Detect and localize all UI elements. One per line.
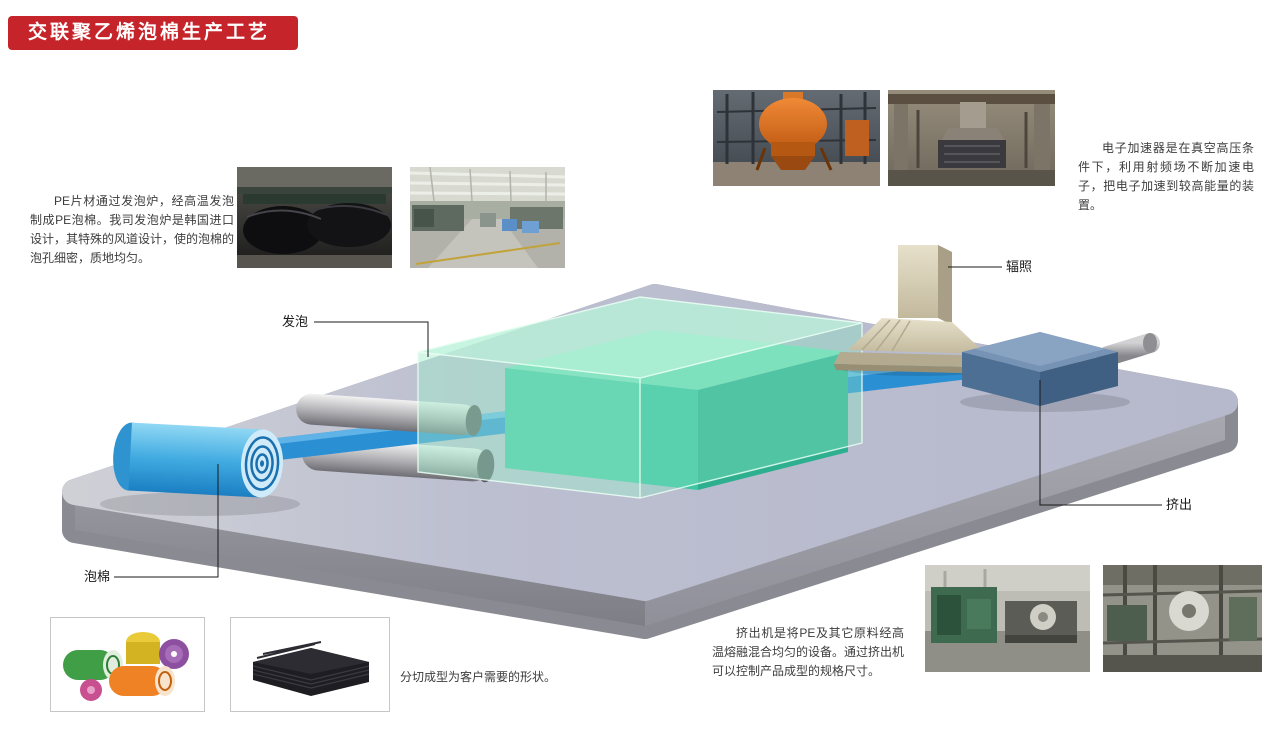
label-irradiation: 辐照 xyxy=(1006,259,1033,274)
photo-extrusion-line-2 xyxy=(1103,565,1262,672)
foaming-description: PE片材通过发泡炉，经高温发泡制成PE泡棉。我司发泡炉是韩国进口设计，其特殊的风… xyxy=(30,194,235,265)
page-title-banner: 交联聚乙烯泡棉生产工艺 xyxy=(8,16,299,50)
image-black-foam-sheets xyxy=(230,617,390,712)
foam-roll xyxy=(113,422,284,498)
accelerator-description: 电子加速器是在真空高压条件下，利用射频场不断加速电子，把电子加速到较高能量的装置… xyxy=(1078,141,1254,212)
photo-extrusion-line-1 xyxy=(925,565,1090,672)
photo-factory-hall xyxy=(410,167,565,268)
image-colored-foam-rolls xyxy=(50,617,205,712)
photo-orange-equipment xyxy=(713,90,880,186)
label-foaming: 发泡 xyxy=(282,314,309,329)
label-extrusion: 挤出 xyxy=(1166,497,1193,512)
foaming-oven xyxy=(417,296,863,499)
roll-shadow xyxy=(100,492,300,516)
extruder-description: 挤出机是将PE及其它原料经高温熔融混合均匀的设备。通过挤出机可以控制产品成型的规… xyxy=(712,626,905,678)
irradiation-tower xyxy=(834,245,1002,374)
label-foam: 泡棉 xyxy=(84,569,111,584)
cutting-caption: 分切成型为客户需要的形状。 xyxy=(400,670,557,684)
extruder-machine xyxy=(962,332,1160,406)
page-title: 交联聚乙烯泡棉生产工艺 xyxy=(28,22,271,43)
photo-foam-production-machine xyxy=(237,167,392,268)
guide-roller-upper xyxy=(296,393,482,436)
photo-electron-accelerator xyxy=(888,90,1055,186)
leader-lines xyxy=(114,266,1162,578)
